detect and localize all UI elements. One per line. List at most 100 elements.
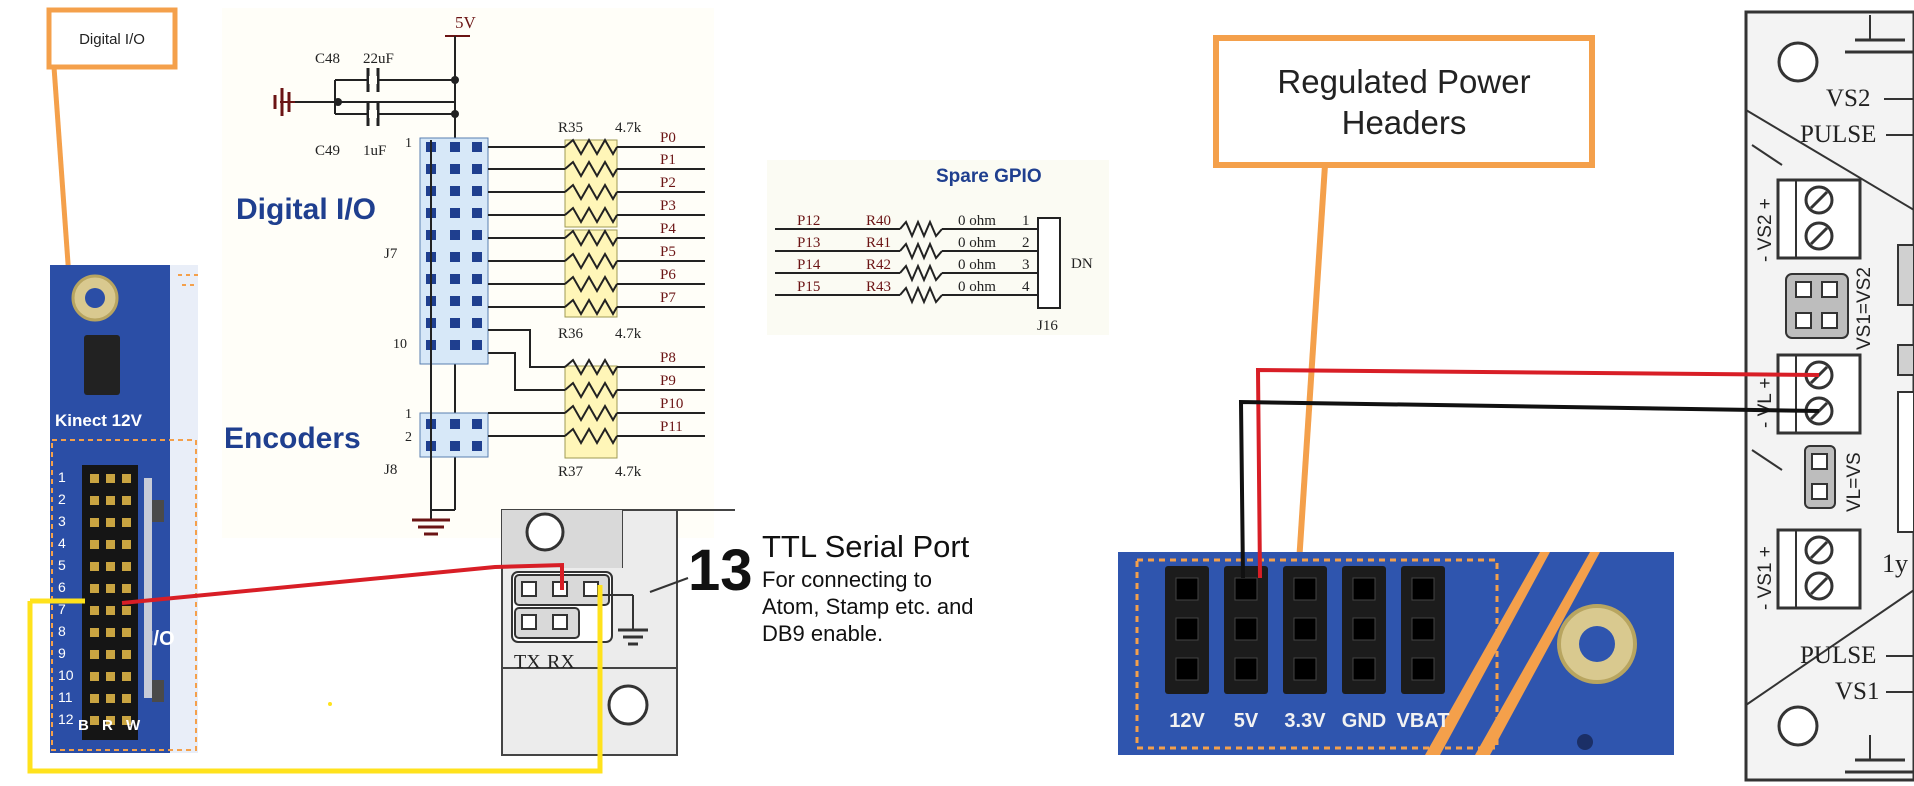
j7-pin: [472, 296, 482, 306]
io-pin: [122, 562, 131, 571]
section-digital-label: Digital I/O: [236, 193, 376, 226]
j7-pin: [472, 186, 482, 196]
gpio-port: P13: [797, 235, 820, 251]
driver-side-text: 1y: [1882, 549, 1908, 578]
io-pin: [90, 606, 99, 615]
io-pin: [106, 606, 115, 615]
vs2-terminal-label: - VS2 +: [1755, 198, 1776, 262]
io-pin: [106, 474, 115, 483]
gpio-res: R42: [866, 257, 891, 273]
gpio-resistor: [899, 219, 943, 239]
io-row-number: 10: [58, 667, 74, 683]
io-pin: [90, 474, 99, 483]
pulse-top-label: PULSE: [1800, 121, 1876, 148]
cap-c48-ref: C48: [315, 51, 340, 67]
port-label: P2: [660, 175, 676, 191]
gpio-pin: 4: [1022, 279, 1030, 295]
resistor-zigzag: [564, 228, 618, 248]
pulse-bottom-label: PULSE: [1800, 642, 1876, 669]
io-pin: [106, 540, 115, 549]
io-pin: [122, 606, 131, 615]
j8-label: J8: [384, 462, 397, 478]
io-col-label: W: [126, 717, 141, 734]
j7-pin: [450, 296, 460, 306]
gpio-pin: 2: [1022, 235, 1030, 251]
ground-symbol: [412, 510, 450, 536]
j7-pin: [450, 274, 460, 284]
io-row-number: 9: [58, 645, 66, 661]
power-header-label: VBAT: [1397, 710, 1450, 732]
j7-pin1-label: 1: [405, 136, 412, 151]
io-pin: [122, 496, 131, 505]
j7-pin10-label: 10: [393, 337, 407, 352]
gpio-port: P14: [797, 257, 821, 273]
power-header-label: GND: [1342, 710, 1386, 732]
r36-value: 4.7k: [615, 326, 642, 342]
io-pin: [90, 562, 99, 571]
rx-label: RX: [547, 651, 575, 673]
r36-ref: R36: [558, 326, 584, 342]
io-row-number: 7: [58, 601, 66, 617]
io-row-number: 6: [58, 579, 66, 595]
io-label: I/O: [148, 628, 175, 650]
cap-c49: [366, 102, 380, 126]
port-label: P11: [660, 419, 683, 435]
j7-pin: [472, 318, 482, 328]
ttl-desc-line1: For connecting to: [762, 567, 932, 592]
j8-pin: [472, 419, 482, 429]
resistor-zigzag: [564, 403, 618, 423]
io-pin: [122, 716, 131, 725]
gpio-pin: 3: [1022, 257, 1030, 273]
cap-c49-ref: C49: [315, 143, 340, 159]
terminal-vl: [1776, 353, 1862, 435]
kinect-label: Kinect 12V: [55, 411, 143, 430]
gpio-value: 0 ohm: [958, 235, 996, 251]
io-pin: [90, 540, 99, 549]
j7-pin: [472, 252, 482, 262]
io-pin: [90, 716, 99, 725]
io-row-number: 3: [58, 513, 66, 529]
gpio-resistor: [899, 263, 943, 283]
r35-ref: R35: [558, 120, 583, 136]
resistor-zigzag: [564, 182, 618, 202]
gpio-pin: 1: [1022, 213, 1030, 229]
io-pin: [106, 628, 115, 637]
ttl-serial-port: TX RX 13 TTL Serial Port For connecting …: [501, 509, 974, 756]
vs1-label: VS1: [1835, 678, 1879, 705]
terminal-vs2: [1776, 178, 1862, 260]
io-pin: [90, 650, 99, 659]
io-pin: [106, 562, 115, 571]
cap-c48-value: 22uF: [363, 51, 394, 67]
j8-pin: [472, 441, 482, 451]
section-encoders-label: Encoders: [224, 422, 361, 455]
io-pin: [106, 496, 115, 505]
supply-label: 5V: [455, 13, 477, 32]
io-pin: [90, 694, 99, 703]
j7-pin: [450, 142, 460, 152]
gpio-value: 0 ohm: [958, 279, 996, 295]
resistor-zigzag: [564, 380, 618, 400]
callout-power-line1: Regulated Power: [1277, 63, 1530, 100]
io-pin: [90, 518, 99, 527]
kinect-connector: [84, 335, 120, 395]
yellow-wire: [27, 585, 603, 774]
ttl-desc-line3: DB9 enable.: [762, 621, 883, 646]
driver-ground-top: [1845, 15, 1914, 54]
io-pin: [106, 694, 115, 703]
io-pin: [90, 496, 99, 505]
power-header-label: 12V: [1169, 710, 1205, 732]
tx-label: TX: [514, 651, 541, 673]
j8-pin1-label: 1: [405, 407, 412, 422]
io-row-number: 1: [58, 469, 66, 485]
io-pin: [106, 584, 115, 593]
gpio-value: 0 ohm: [958, 257, 996, 273]
vs2-label: VS2: [1826, 85, 1870, 112]
port-label: P10: [660, 396, 683, 412]
j7-pin: [450, 164, 460, 174]
